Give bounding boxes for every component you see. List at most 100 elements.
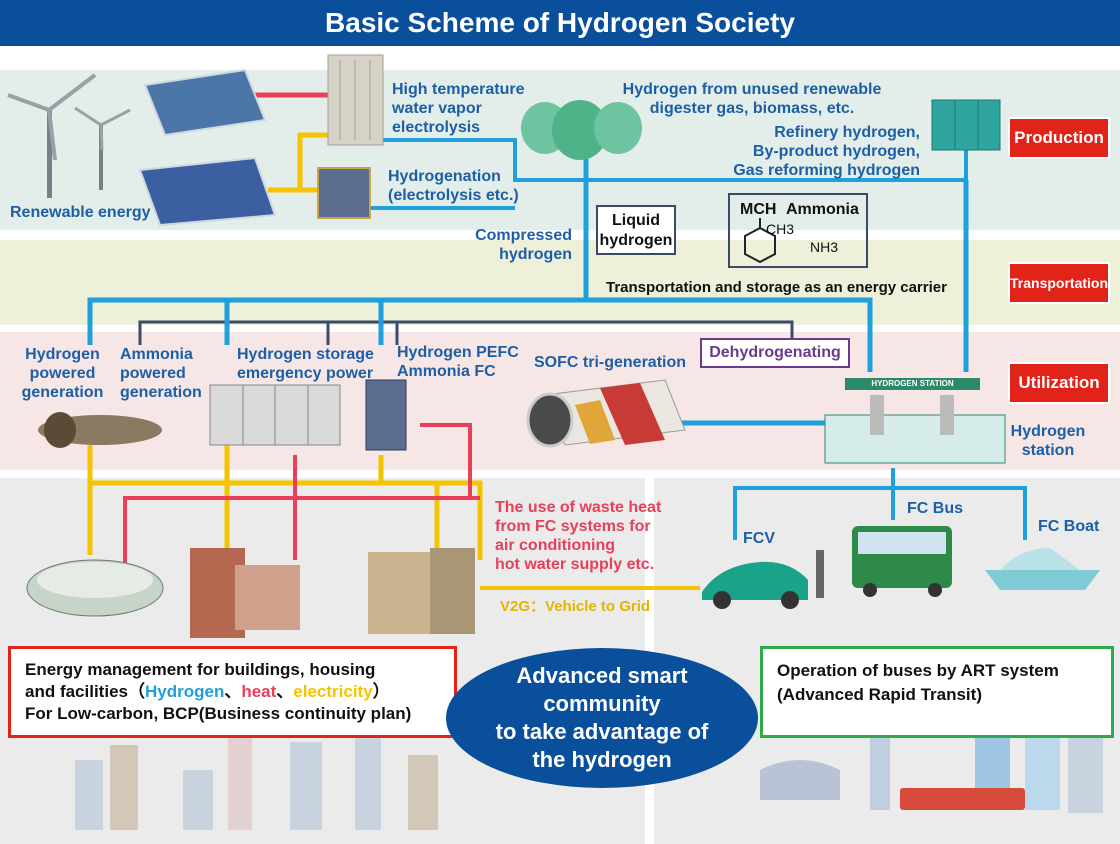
energy-heat: heat: [241, 682, 277, 701]
city-skyline-icon: [75, 735, 438, 830]
production-connectors: [250, 92, 969, 372]
high-temp-line1: High temperature: [392, 81, 525, 98]
refinery-line2: By-product hydrogen,: [752, 143, 920, 160]
smart-community-ellipse: Advanced smart community to take advanta…: [446, 648, 758, 788]
tag-transportation: Transportation: [1008, 262, 1110, 304]
hydrogenation-line2: (electrolysis etc.): [388, 187, 519, 204]
storage-emergency-label: Hydrogen storage emergency power: [237, 345, 374, 383]
hydrogen-powered-generation-label: Hydrogen powered generation: [15, 345, 110, 402]
hydrogenation-label: Hydrogenation (electrolysis etc.): [388, 167, 519, 205]
pefc-line1: Hydrogen PEFC: [397, 344, 519, 361]
apartment-icon: [368, 548, 475, 634]
storage-cabinet-icon: [209, 384, 341, 446]
center-line3: to take advantage of: [495, 719, 709, 744]
h2-powered-line1: Hydrogen: [25, 346, 100, 363]
center-line1: Advanced smart: [516, 663, 688, 688]
stadium-icon: [26, 559, 164, 617]
waste-line2: from FC systems for: [495, 518, 651, 535]
unused-renewable-label: Hydrogen from unused renewable digester …: [612, 80, 892, 118]
unused-line2: digester gas, biomass, etc.: [649, 100, 855, 117]
building-icon: [190, 548, 300, 638]
compressed-line1: Compressed: [475, 227, 572, 244]
dehydrogenating-box: Dehydrogenating: [700, 338, 850, 368]
transport-connectors: [87, 297, 873, 426]
h2-powered-line3: generation: [21, 384, 104, 401]
hydrogen-station-icon: [824, 378, 1006, 464]
sofc-label: SOFC tri-generation: [534, 354, 687, 371]
page-title: Basic Scheme of Hydrogen Society: [0, 0, 1120, 46]
ch3-label: CH3: [766, 221, 795, 237]
center-line2: community: [543, 691, 661, 716]
renewable-energy-label: Renewable energy: [10, 204, 151, 221]
pefc-unit-icon: [365, 379, 407, 451]
solar-panel-icon: [138, 68, 277, 227]
waste-line1: The use of waste heat: [495, 499, 662, 516]
electrolysis-tower-icon: [327, 54, 384, 146]
refinery-line1: Refinery hydrogen,: [774, 124, 920, 141]
fc-bus-icon: [852, 526, 952, 597]
energy-electricity: electricity: [293, 682, 373, 701]
refinery-label: Refinery hydrogen, By-product hydrogen, …: [700, 123, 920, 180]
tag-utilization: Utilization: [1008, 362, 1110, 404]
storage-line2: emergency power: [237, 365, 374, 382]
mch-ammonia-box: MCH Ammonia CH3 NH3: [728, 193, 868, 268]
energy-sep2: 、: [276, 682, 294, 701]
hydrogenation-line1: Hydrogenation: [388, 168, 501, 185]
station-sign: HYDROGEN STATION: [871, 379, 954, 388]
waste-line3: air conditioning: [495, 537, 615, 554]
pefc-line2: Ammonia FC: [397, 363, 496, 380]
storage-line1: Hydrogen storage: [237, 346, 374, 363]
liquid-line1: Liquid: [612, 212, 660, 229]
nh3-label: NH3: [810, 239, 839, 255]
unused-line1: Hydrogen from unused renewable: [622, 81, 882, 98]
hydrogen-station-label: Hydrogen station: [1003, 422, 1093, 460]
waste-line4: hot water supply etc.: [495, 556, 655, 573]
energy-close: ）: [372, 682, 390, 701]
h2-powered-line2: powered: [29, 365, 96, 382]
energy-line2: and facilities（Hydrogen、heat、electricity…: [25, 681, 440, 703]
energy-carrier-label: Transportation and storage as an energy …: [606, 279, 947, 296]
energy-line1: Energy management for buildings, housing: [25, 660, 376, 679]
station-line2: station: [1021, 442, 1075, 459]
energy-hydrogen: Hydrogen: [144, 682, 225, 701]
gas-tank-icon: [521, 100, 642, 160]
station-line1: Hydrogen: [1010, 423, 1086, 440]
art-line2: (Advanced Rapid Transit): [777, 685, 982, 704]
ammonia-label: Ammonia: [786, 201, 859, 218]
sofc-unit-icon: [526, 379, 686, 448]
high-temp-line3: electrolysis: [392, 119, 481, 136]
fcv-car-icon: [702, 550, 824, 609]
ammonia-powered-generation-label: Ammonia powered generation: [120, 345, 202, 402]
nh3-powered-line2: powered: [120, 365, 186, 382]
art-line1: Operation of buses by ART system: [777, 661, 1059, 680]
fcv-label: FCV: [743, 530, 775, 547]
energy-sep1: 、: [224, 682, 242, 701]
tag-production: Production: [1008, 117, 1110, 159]
compressed-hydrogen-label: Compressed hydrogen: [460, 226, 572, 264]
mch-molecule-icon: [744, 218, 776, 264]
liquid-line2: hydrogen: [599, 232, 673, 249]
refinery-unit-icon: [931, 99, 1001, 151]
hydrogenation-unit-icon: [317, 167, 371, 219]
refinery-line3: Gas reforming hydrogen: [733, 162, 920, 179]
fc-boat-label: FC Boat: [1038, 518, 1100, 535]
pefc-label: Hydrogen PEFC Ammonia FC: [397, 343, 519, 381]
energy-management-box: Energy management for buildings, housing…: [8, 646, 457, 738]
waste-heat-label: The use of waste heat from FC systems fo…: [495, 498, 661, 574]
nh3-powered-line3: generation: [120, 384, 202, 401]
center-line4: the hydrogen: [532, 747, 672, 772]
community-connectors: [87, 423, 1027, 590]
wind-turbine-icon: [7, 73, 131, 198]
transportation-band: [0, 240, 1120, 325]
fc-bus-label: FC Bus: [907, 500, 963, 517]
high-temp-line2: water vapor: [392, 100, 482, 117]
compressed-line2: hydrogen: [499, 246, 572, 263]
nh3-powered-line1: Ammonia: [120, 346, 193, 363]
mch-label: MCH: [740, 201, 777, 218]
art-system-box: Operation of buses by ART system (Advanc…: [760, 646, 1114, 738]
liquid-hydrogen-box: Liquid hydrogen: [596, 205, 676, 255]
high-temp-electrolysis-label: High temperature water vapor electrolysi…: [392, 80, 524, 137]
turbine-icon: [38, 412, 162, 448]
fc-boat-icon: [985, 548, 1100, 590]
